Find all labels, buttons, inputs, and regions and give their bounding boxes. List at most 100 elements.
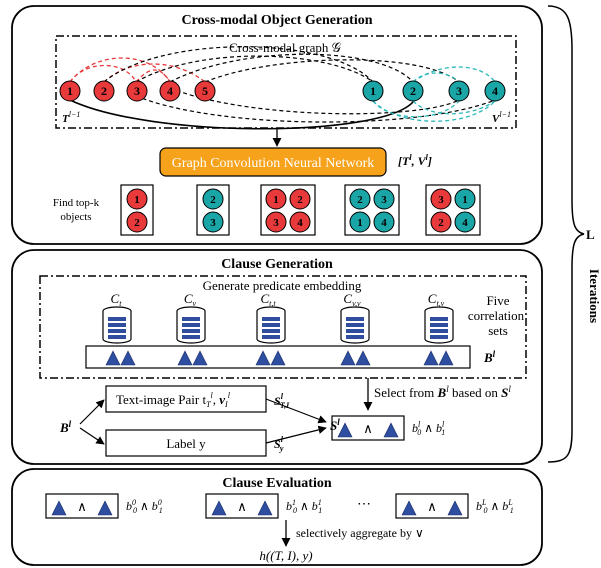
clause-generation-panel [11, 249, 543, 465]
db-label: Ct [111, 291, 123, 308]
visual-edge [372, 100, 496, 122]
topk-node [454, 211, 476, 233]
topk-node-label: 2 [134, 217, 140, 229]
topk-node [126, 211, 148, 233]
output-label: h((T, I), y) [259, 548, 312, 563]
topk-node-label: 1 [462, 194, 468, 206]
b-to-pair-arrow [79, 399, 105, 425]
topk-node-label: 2 [297, 194, 303, 206]
gcn-output: [Tl, Vl] [398, 153, 432, 168]
eval-clause-box [45, 493, 119, 519]
topk-node-label: 2 [357, 194, 363, 206]
triangle-icon [192, 350, 208, 366]
topk-node-label: 1 [357, 217, 363, 229]
visual-node-label: 4 [492, 84, 498, 98]
eval-and-symbol: ∧ [237, 499, 247, 514]
topk-node [430, 188, 452, 210]
generation-title: Cross-modal Object Generation [181, 13, 372, 28]
topk-node-label: 1 [273, 194, 279, 206]
label-to-s-arrow [265, 425, 327, 444]
topk-node-label: 1 [134, 194, 140, 206]
topk-node [454, 188, 476, 210]
topk-node [265, 211, 287, 233]
text-edges [69, 57, 206, 83]
five-sets-line3: sets [488, 323, 508, 338]
triangle-icon [177, 350, 193, 366]
visual-node: 3 [448, 80, 470, 102]
topk-node-label: 4 [381, 217, 387, 229]
select-label: Select from Bl based on Sl [374, 384, 511, 400]
iterations-bracket [547, 5, 585, 463]
triangle-icon [257, 500, 273, 516]
b-to-label-arrow [79, 427, 105, 445]
topk-node [289, 211, 311, 233]
eval-clause-box [205, 493, 279, 519]
triangle-icon [337, 422, 353, 438]
visual-edge [412, 100, 496, 115]
triangle-icon [447, 500, 463, 516]
evaluation-title: Clause Evaluation [222, 476, 332, 491]
visual-node: 4 [484, 80, 506, 102]
text-node-label: 4 [167, 84, 173, 98]
clause-and-symbol: ∧ [363, 421, 373, 436]
triangle-icon [423, 350, 439, 366]
triangle-icon [105, 350, 121, 366]
cross-edge [135, 95, 496, 123]
topk-label-line1: Find top-k [53, 197, 100, 209]
text-edge [69, 57, 171, 83]
database-icon [340, 306, 370, 344]
text-node: 3 [126, 80, 148, 102]
ellipsis: ⋯ [357, 497, 371, 512]
topk-groups: 1 2 2 3 1 2 3 4 2 3 1 4 3 1 2 4 [120, 184, 481, 236]
triangle-icon [355, 350, 371, 366]
cross-edge [204, 59, 460, 83]
triangle-icon [340, 350, 356, 366]
visual-set-label: Vl−1 [492, 110, 511, 125]
database-icon [176, 306, 206, 344]
topk-node [349, 211, 371, 233]
databases: Ct Cv Ct,t Cv,v Ct,v [102, 291, 454, 344]
generation-panel [11, 5, 543, 245]
b-label: Bl [483, 349, 496, 365]
cross-edge [169, 53, 414, 83]
eval-clause-box [395, 493, 469, 519]
database-icon [256, 306, 286, 344]
topk-node-label: 2 [438, 217, 444, 229]
eval-and-symbol: ∧ [427, 499, 437, 514]
db-label: Cv,v [343, 291, 361, 308]
text-edge [135, 69, 171, 83]
database-icon [424, 306, 454, 344]
pair-to-s-arrow [265, 398, 327, 424]
topk-group-box [344, 184, 400, 236]
topk-node [373, 188, 395, 210]
evaluation-panel [11, 468, 543, 566]
topk-node [126, 188, 148, 210]
topk-group-box [260, 184, 316, 236]
selected-clause-box [331, 415, 405, 441]
cross-edge [135, 55, 374, 83]
l-label: L [586, 227, 595, 242]
label-box-text: Label y [166, 436, 206, 451]
database-icon [102, 306, 132, 344]
topk-node-label: 3 [210, 217, 216, 229]
five-sets-line1: Five [486, 293, 509, 308]
clause-generation-title: Clause Generation [221, 257, 333, 272]
triangle-icon [270, 350, 286, 366]
graph-label: Cross-modal graph 𝒢 [229, 40, 341, 55]
embedding-triangles [105, 350, 454, 366]
text-edge [69, 64, 137, 83]
topk-node [289, 188, 311, 210]
graph-dashed-box [55, 35, 517, 129]
text-node: 5 [194, 80, 216, 102]
predicate-dashed-box [39, 275, 527, 379]
triangle-icon [401, 500, 417, 516]
cross-edge [103, 46, 374, 83]
topk-node [349, 188, 371, 210]
visual-node: 1 [362, 80, 384, 102]
